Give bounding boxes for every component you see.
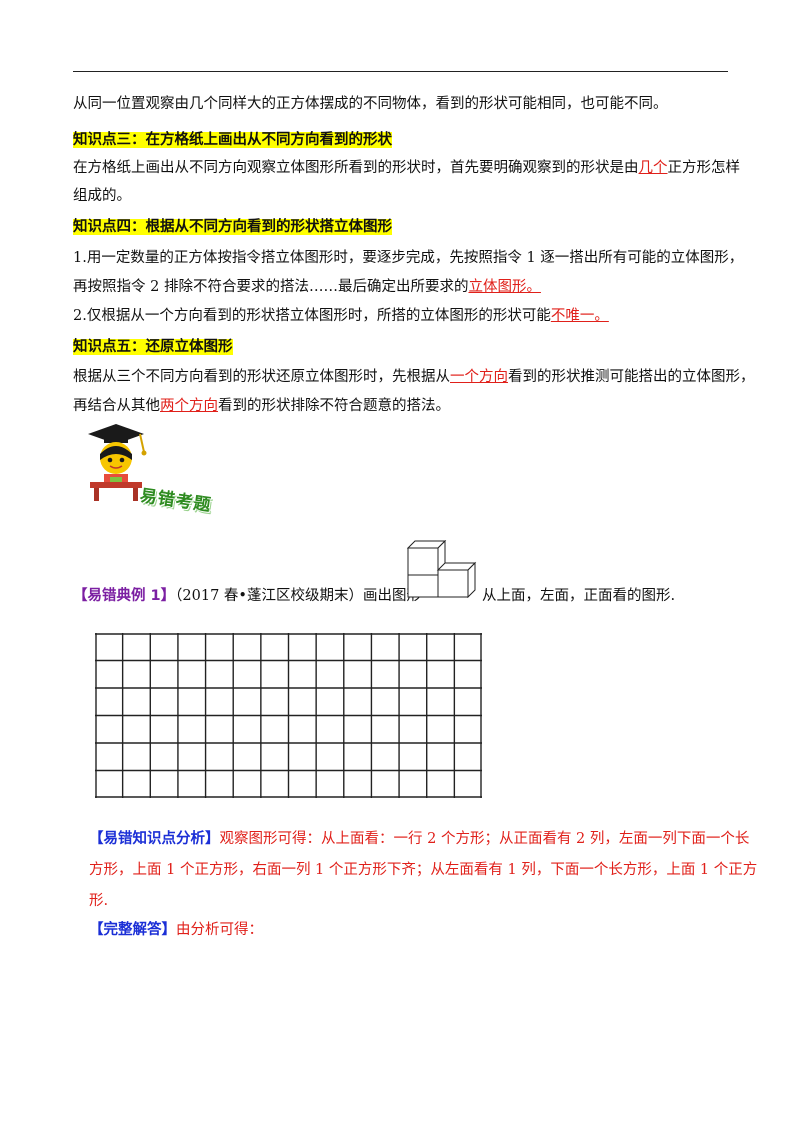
- answer-line: 【完整解答】由分析可得：: [89, 922, 263, 938]
- paragraph-observe: 从同一位置观察由几个同样大的正方体摆成的不同物体，看到的形状可能相同，也可能不同…: [73, 96, 668, 112]
- paragraph-point-5-cont: 再结合从其他两个方向看到的形状排除不符合题意的搭法。: [73, 398, 450, 414]
- analysis-line-1: 【易错知识点分析】观察图形可得：从上面看：一行 2 个方形；从正面看有 2 列，…: [89, 831, 750, 847]
- heading-point-3: 知识点三：在方格纸上画出从不同方向看到的形状: [73, 132, 392, 148]
- example-line: 【易错典例 1】（2017 春•蓬江区校级期末）画出图形: [73, 588, 421, 604]
- heading-point-4: 知识点四：根据从不同方向看到的形状搭立体图形: [73, 219, 392, 235]
- paragraph-point-3: 在方格纸上画出从不同方向观察立体图形所看到的形状时，首先要明确观察到的形状是由几…: [73, 160, 740, 176]
- cube-figure: [407, 540, 477, 598]
- paragraph-point-4-2: 2.仅根据从一个方向看到的形状搭立体图形时，所搭的立体图形的形状可能不唯一。: [73, 308, 609, 324]
- paragraph-point-5: 根据从三个不同方向看到的形状还原立体图形时，先根据从一个方向看到的形状推测可能搭…: [73, 369, 755, 385]
- doctor-mascot-icon: [88, 424, 147, 501]
- paragraph-point-4-1: 1.用一定数量的正方体按指令搭立体图形时，要逐步完成，先按照指令 1 逐一搭出所…: [73, 250, 744, 266]
- banner-title: 易错考题: [138, 486, 213, 516]
- header-rule: [73, 71, 728, 72]
- example-line-tail: 从上面，左面，正面看的图形.: [482, 588, 676, 604]
- heading-point-5: 知识点五：还原立体图形: [73, 339, 233, 355]
- analysis-line-2: 方形，上面 1 个正方形，右面一列 1 个正方形下齐；从左面看有 1 列，下面一…: [89, 862, 758, 878]
- paragraph-point-3-cont: 组成的。: [73, 188, 131, 204]
- paragraph-point-4-1-cont: 再按照指令 2 排除不符合要求的搭法……最后确定出所要求的立体图形。: [73, 279, 541, 295]
- answer-grid: [95, 633, 482, 798]
- analysis-line-3: 形.: [89, 893, 109, 909]
